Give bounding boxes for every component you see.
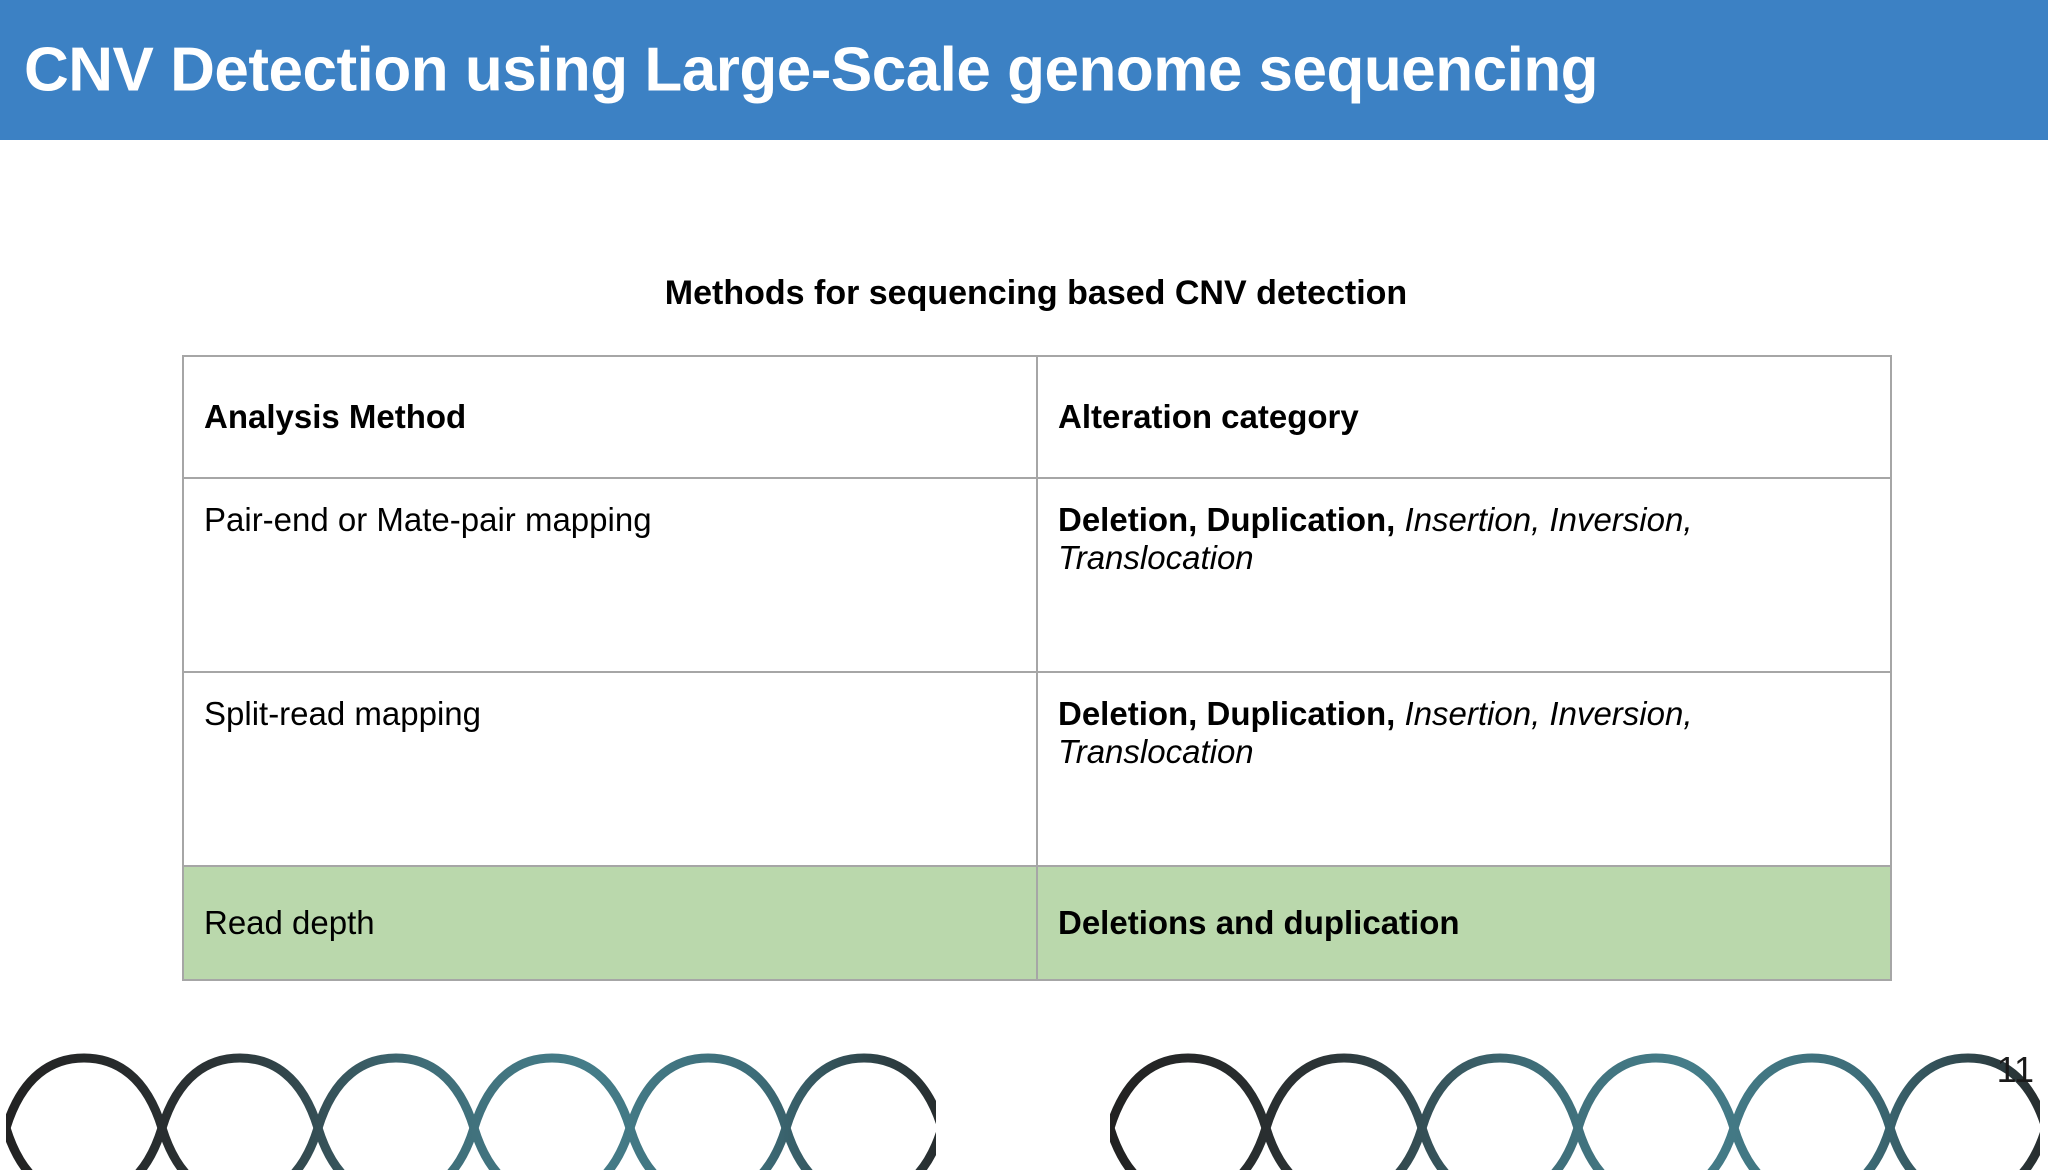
page-title: CNV Detection using Large-Scale genome s… bbox=[24, 35, 1599, 105]
column-header-analysis-method: Analysis Method bbox=[182, 355, 1038, 479]
table-row-highlighted: Read depth Deletions and duplication bbox=[182, 865, 1892, 981]
slide-content: Methods for sequencing based CNV detecti… bbox=[0, 140, 2048, 1152]
cell-alteration-category: Deletion, Duplication, Insertion, Invers… bbox=[1036, 671, 1892, 867]
category-bold-text: Deletion, Duplication, bbox=[1058, 501, 1396, 538]
category-bold-text: Deletion, Duplication, bbox=[1058, 695, 1396, 732]
category-bold-text: Deletions and duplication bbox=[1058, 904, 1460, 942]
cell-alteration-category: Deletions and duplication bbox=[1036, 865, 1892, 981]
slide-title-bar: CNV Detection using Large-Scale genome s… bbox=[0, 0, 2048, 140]
dna-helix-left bbox=[6, 1020, 936, 1170]
table-row: Pair-end or Mate-pair mapping Deletion, … bbox=[182, 477, 1892, 673]
table-caption: Methods for sequencing based CNV detecti… bbox=[664, 274, 1408, 312]
cell-analysis-method: Read depth bbox=[182, 865, 1038, 981]
category-italic-text: Insertion, Inversion, Translocation bbox=[1058, 501, 1693, 576]
cell-alteration-category: Deletion, Duplication, Insertion, Invers… bbox=[1036, 477, 1892, 673]
methods-table: Analysis Method Alteration category Pair… bbox=[182, 355, 1892, 981]
table-row: Split-read mapping Deletion, Duplication… bbox=[182, 671, 1892, 867]
dna-double-helix-icon bbox=[6, 1053, 936, 1170]
cell-analysis-method: Split-read mapping bbox=[182, 671, 1038, 867]
dna-helix-right bbox=[1110, 1020, 2040, 1170]
dna-double-helix-icon bbox=[1110, 1053, 2040, 1170]
table-header-row: Analysis Method Alteration category bbox=[182, 355, 1892, 479]
cell-analysis-method: Pair-end or Mate-pair mapping bbox=[182, 477, 1038, 673]
column-header-alteration-category: Alteration category bbox=[1036, 355, 1892, 479]
page-number: 11 bbox=[1996, 1049, 2034, 1090]
category-italic-text: Insertion, Inversion, Translocation bbox=[1058, 695, 1693, 770]
